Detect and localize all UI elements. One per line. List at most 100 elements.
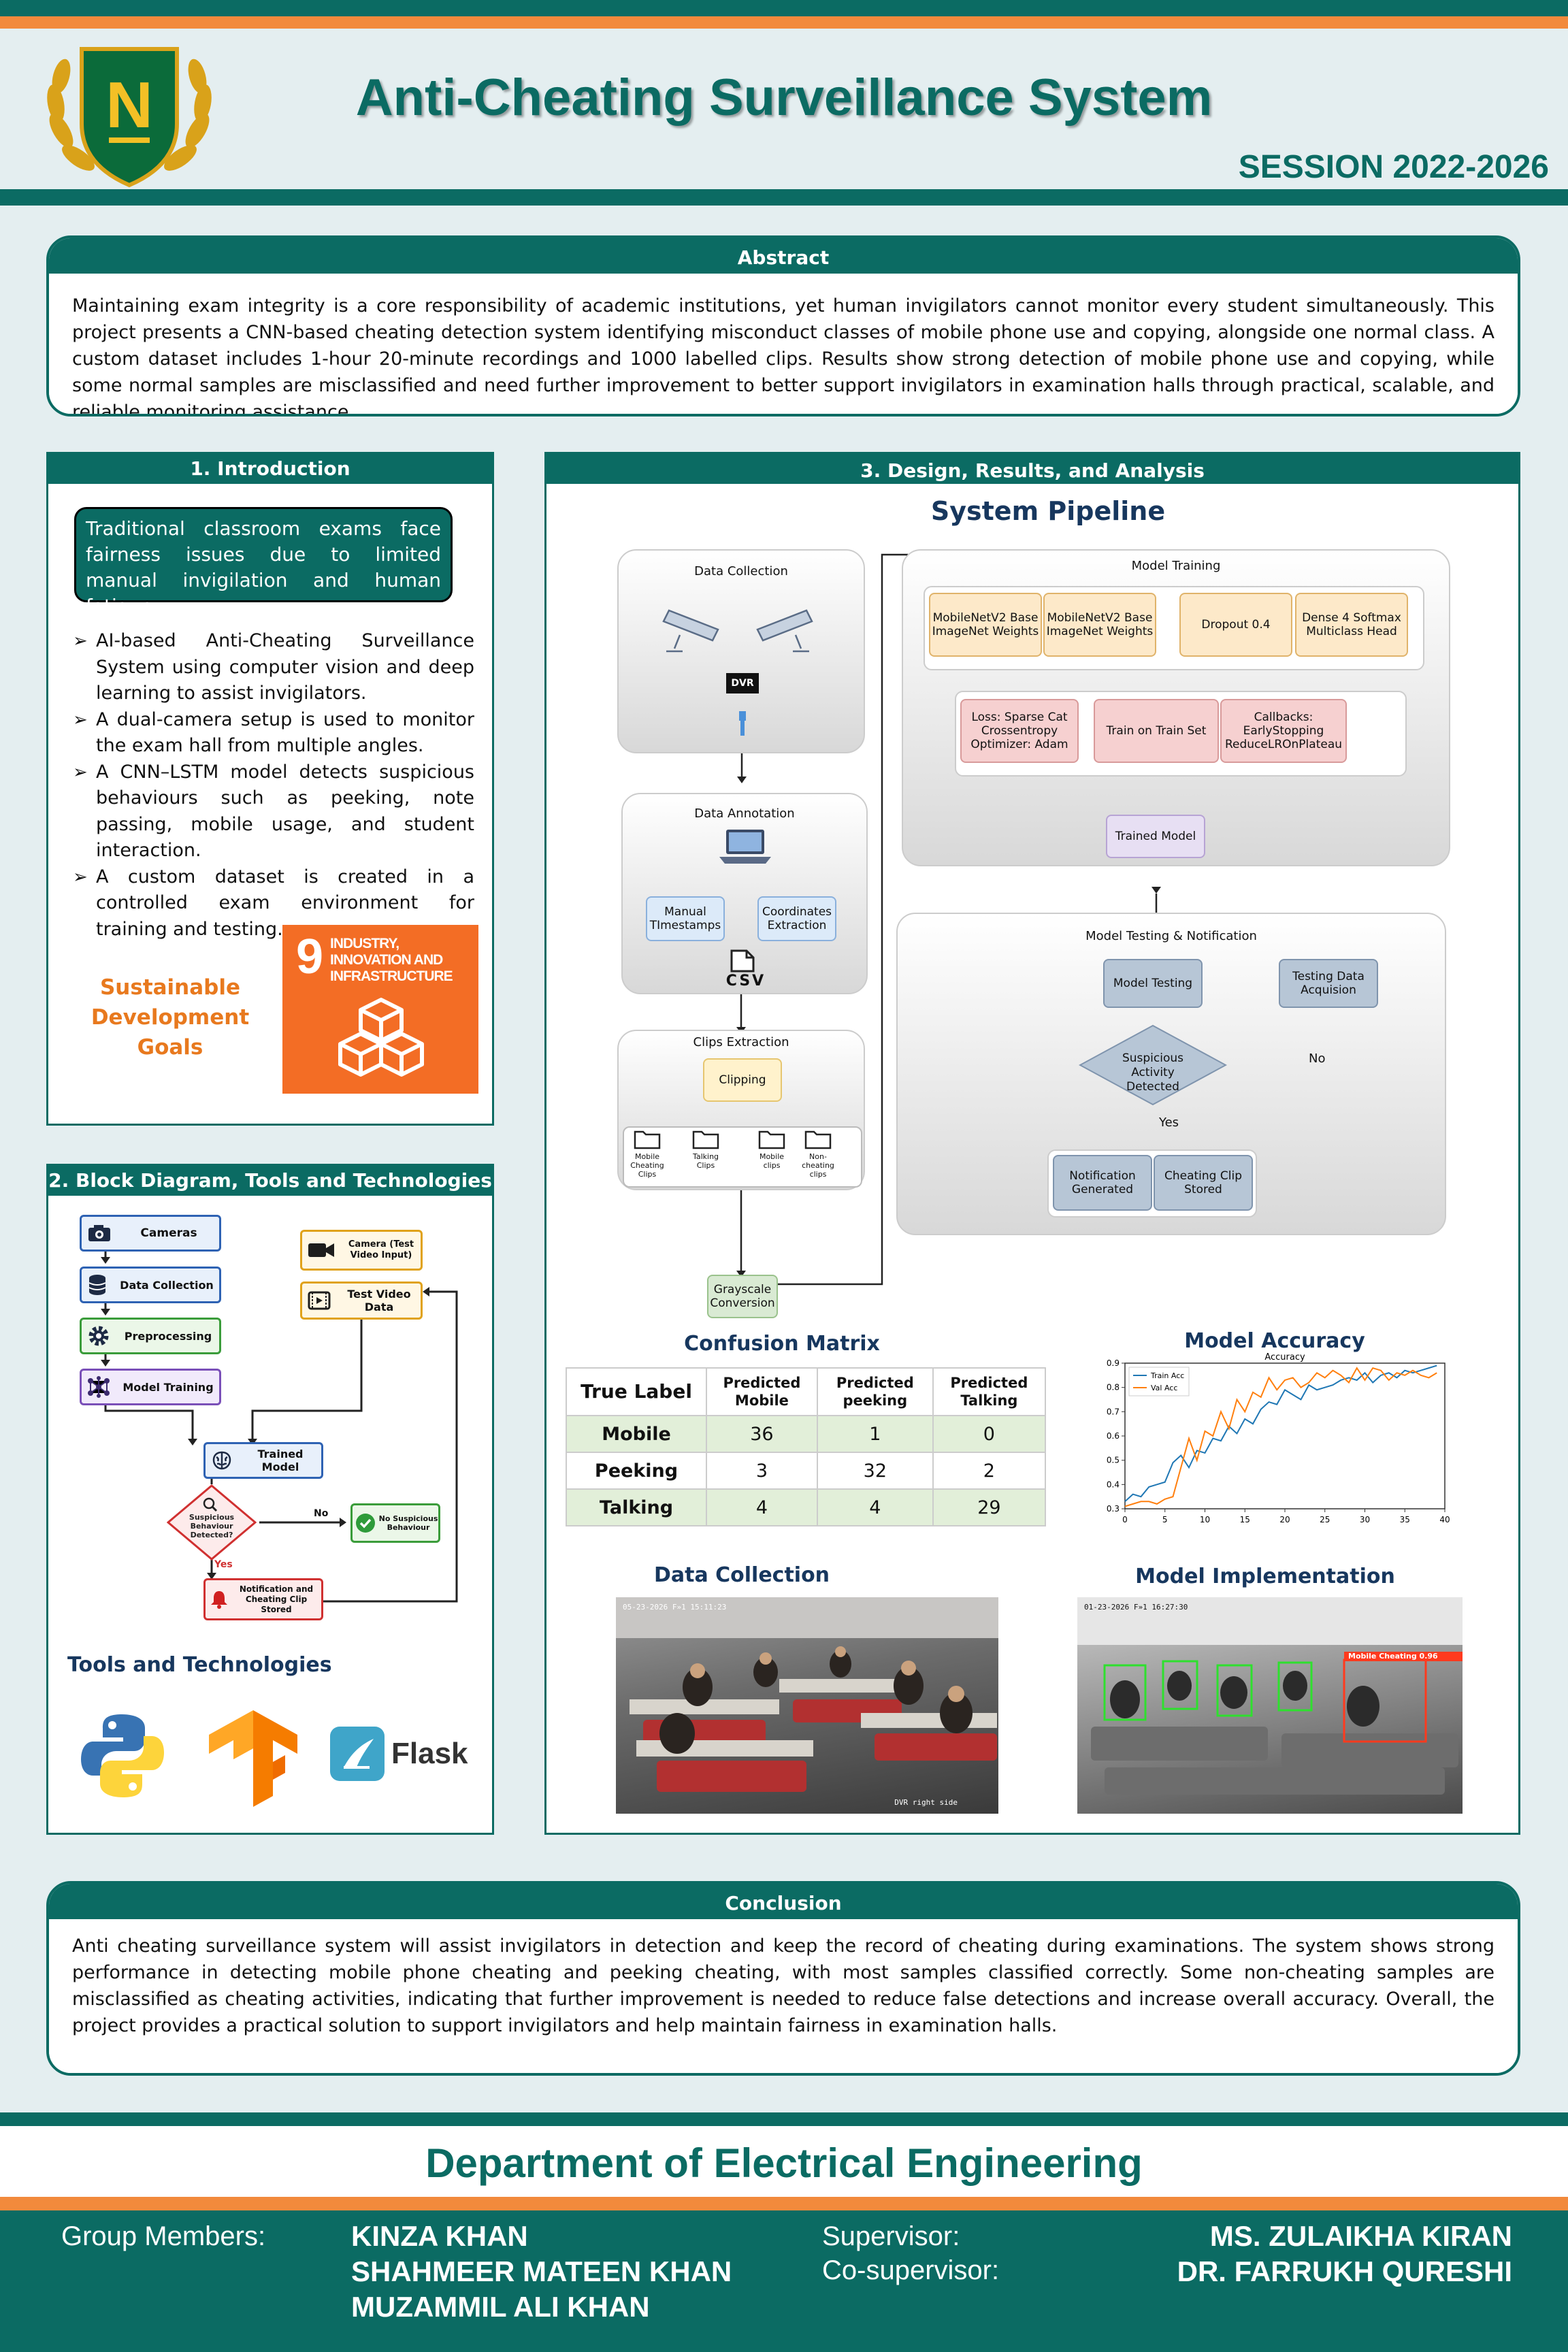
bd-camera-test: Camera (Test Video Input) xyxy=(300,1230,423,1271)
pipe-manual-timestamps-label: Manual TImestamps xyxy=(649,905,721,932)
bd-cameras: Cameras xyxy=(80,1215,221,1252)
bd-preprocessing-label: Preprocessing xyxy=(124,1329,212,1343)
mt-callbacks-label: Callbacks: EarlyStopping ReduceLROnPlate… xyxy=(1224,710,1343,751)
sdg-label: Sustainable Development Goals xyxy=(91,975,250,1060)
sdg-text: INDUSTRY, INNOVATION AND INFRASTRUCTURE xyxy=(330,936,453,984)
x-tick-label: 25 xyxy=(1320,1515,1330,1524)
folder-label: Mobile clips xyxy=(759,1152,785,1170)
intro-bullet: A custom dataset is created in a control… xyxy=(73,864,474,943)
bd-notification-label: Notification and Cheating Clip Stored xyxy=(239,1584,314,1614)
header-top-bar xyxy=(0,0,1568,16)
bd-cameras-label: Cameras xyxy=(140,1226,197,1240)
folder-icon xyxy=(634,1130,661,1149)
pipe-manual-timestamps: Manual TImestamps xyxy=(646,896,725,941)
header-bottom-bar xyxy=(0,189,1568,206)
pipeline-title: System Pipeline xyxy=(930,496,1166,526)
flask-icon xyxy=(330,1727,385,1781)
mt-train-label: Train on Train Set xyxy=(1106,724,1207,738)
y-tick-label: 0.4 xyxy=(1107,1480,1120,1489)
usb-icon xyxy=(739,711,746,736)
intro-bullet: A dual-camera setup is used to monitor t… xyxy=(73,707,474,760)
pipe-data-collection-label: Data Collection xyxy=(694,564,788,578)
flask-label: Flask xyxy=(391,1737,468,1770)
chart-title: Accuracy xyxy=(1264,1352,1305,1362)
cm-header: Predicted peeking xyxy=(816,1367,934,1416)
bd-data-collection-label: Data Collection xyxy=(120,1278,214,1292)
block-diagram-connectors xyxy=(101,1250,458,1603)
y-tick-label: 0.6 xyxy=(1107,1431,1120,1441)
confusion-title: Confusion Matrix xyxy=(684,1332,880,1356)
bd-decision-diamond: Suspicious Behaviour Detected? xyxy=(166,1484,257,1561)
block-diagram-panel: 2. Block Diagram, Tools and Technologies… xyxy=(46,1164,494,1835)
group-members-label: Group Members: xyxy=(61,2221,266,2251)
mt-mobilenet-1: MobileNetV2 Base ImageNet Weights xyxy=(929,593,1042,657)
model-impl-detection-label: Mobile Cheating 0.96 xyxy=(1348,1652,1438,1661)
bd-no-suspicious-label: No Suspicious Behaviour xyxy=(378,1514,438,1532)
mt-notification: Notification Generated xyxy=(1053,1155,1152,1211)
folder-item: Mobile clips xyxy=(755,1128,789,1170)
bd-model-training: Model Training xyxy=(80,1369,221,1405)
network-icon xyxy=(88,1376,110,1398)
footer-band xyxy=(0,2126,1568,2197)
cctv-camera-icon xyxy=(662,609,813,653)
department-name: Department of Electrical Engineering xyxy=(425,2140,1143,2186)
bd-decision-label: Suspicious Behaviour Detected? xyxy=(189,1513,235,1539)
session-label: SESSION 2022-2026 xyxy=(1238,149,1549,185)
sdg-9-badge: 9 INDUSTRY, INNOVATION AND INFRASTRUCTUR… xyxy=(282,925,478,1094)
pipe-coordinates-label: Coordinates Extraction xyxy=(762,905,832,932)
cm-header: Predicted Mobile xyxy=(706,1367,818,1416)
video-camera-icon xyxy=(308,1243,334,1257)
pipe-clipping: Clipping xyxy=(703,1058,782,1102)
mt-testing-data-label: Testing Data Acquision xyxy=(1292,970,1365,997)
member-name: SHAHMEER MATEEN KHAN xyxy=(351,2255,732,2287)
intro-bullets: AI-based Anti-Cheating Surveillance Syst… xyxy=(73,628,474,943)
cubes-icon xyxy=(338,998,424,1077)
member-name: KINZA KHAN xyxy=(351,2220,528,2252)
y-tick-label: 0.9 xyxy=(1107,1358,1120,1368)
footer-orange-strip xyxy=(0,2197,1568,2210)
cm-header: Predicted Talking xyxy=(932,1367,1047,1416)
bd-camera-test-label: Camera (Test Video Input) xyxy=(348,1239,414,1260)
logo-letter: N xyxy=(105,69,152,142)
conclusion-heading: Conclusion xyxy=(49,1884,1518,1919)
cm-row-label: Peeking xyxy=(566,1452,707,1490)
mt-model-testing: Model Testing xyxy=(1103,959,1203,1008)
cm-header: True Label xyxy=(566,1367,707,1416)
pipe-data-collection-group: Data Collection DVR xyxy=(617,549,865,753)
mt-train: Train on Train Set xyxy=(1094,699,1219,763)
flask-logo: Flask xyxy=(329,1720,472,1788)
pipe-clips-label: Clips Extraction xyxy=(693,1035,789,1049)
cm-row-label: Mobile xyxy=(566,1415,707,1453)
abstract-panel: Abstract Maintaining exam integrity is a… xyxy=(46,235,1520,416)
folder-item: Mobile Cheating Clips xyxy=(624,1128,670,1179)
abstract-heading: Abstract xyxy=(49,238,1518,274)
bd-data-collection: Data Collection xyxy=(80,1267,221,1303)
cosupervisor-label: Co-supervisor: xyxy=(822,2255,1000,2285)
introduction-panel: 1. Introduction Traditional classroom ex… xyxy=(46,452,494,1126)
cm-cell: 4 xyxy=(816,1488,934,1526)
series-line-train-acc xyxy=(1124,1365,1437,1503)
mt-mobilenet-1-label: MobileNetV2 Base ImageNet Weights xyxy=(932,611,1039,638)
design-heading: 3. Design, Results, and Analysis xyxy=(546,454,1518,484)
data-collection-photo: 05-23-2026 F»1 15:11:23 DVR right side xyxy=(616,1597,998,1814)
bd-test-video-data: Test Video Data xyxy=(300,1281,423,1320)
mt-callbacks: Callbacks: EarlyStopping ReduceLROnPlate… xyxy=(1220,699,1347,763)
cm-cell: 32 xyxy=(816,1452,934,1490)
mt-notification-label: Notification Generated xyxy=(1069,1169,1136,1196)
mt-mobilenet-2-label: MobileNetV2 Base ImageNet Weights xyxy=(1046,611,1154,638)
sdg-number: 9 xyxy=(296,930,324,984)
bd-no-suspicious: No Suspicious Behaviour xyxy=(350,1503,440,1543)
mt-clip-stored-label: Cheating Clip Stored xyxy=(1164,1169,1242,1196)
x-tick-label: 0 xyxy=(1122,1515,1128,1524)
supervisor-name: MS. ZULAIKHA KIRAN xyxy=(1209,2220,1512,2252)
mt-dense: Dense 4 Softmax Multiclass Head xyxy=(1295,593,1408,657)
bd-yes-label: Yes xyxy=(214,1559,233,1570)
x-tick-label: 30 xyxy=(1360,1515,1370,1524)
folder-item: Non-cheating clips xyxy=(794,1128,842,1179)
y-tick-label: 0.5 xyxy=(1107,1456,1120,1465)
confusion-matrix: True Label Predicted Mobile Predicted pe… xyxy=(566,1367,1047,1526)
mt-model-testing-label: Model Testing xyxy=(1113,977,1193,990)
gear-icon xyxy=(88,1326,109,1346)
abstract-text: Maintaining exam integrity is a core res… xyxy=(49,274,1518,414)
mt-loss: Loss: Sparse Cat Crossentropy Optimizer:… xyxy=(960,699,1079,763)
